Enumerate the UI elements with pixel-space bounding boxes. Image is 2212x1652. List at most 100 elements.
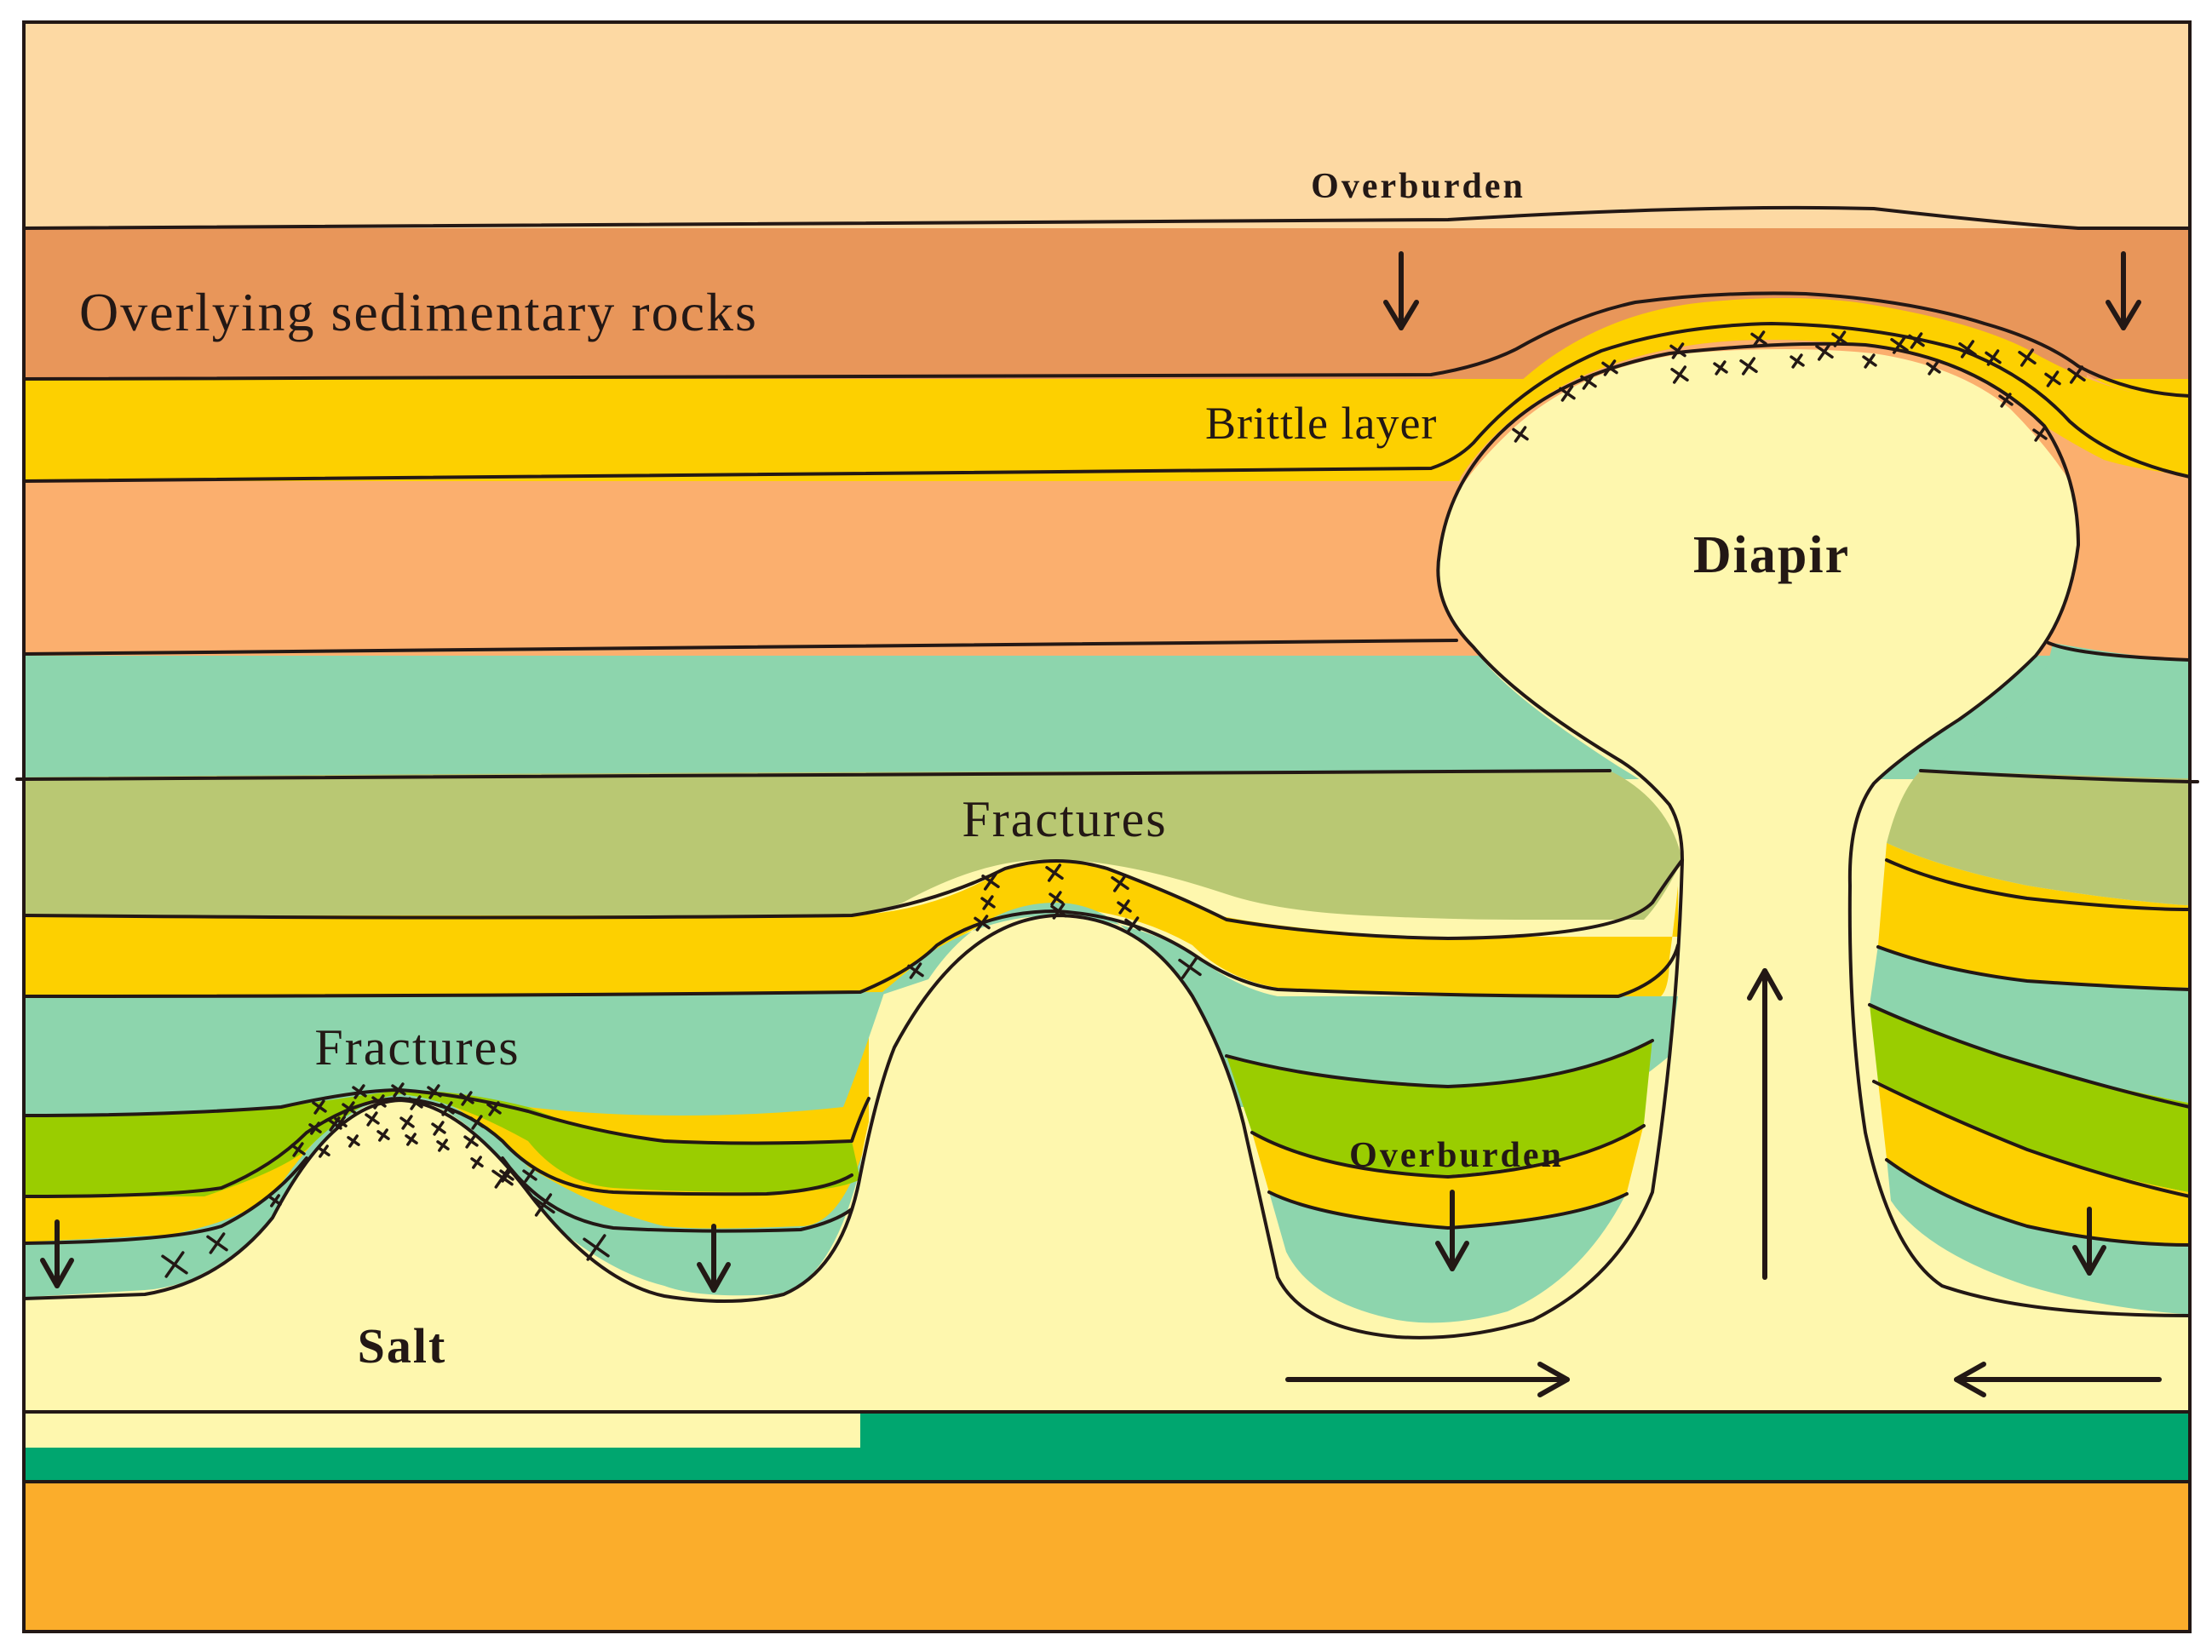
fracture-x-mark xyxy=(1831,330,1848,347)
fracture-x-mark xyxy=(2044,370,2061,387)
fracture-x-mark xyxy=(1750,330,1767,347)
fracture-x-mark xyxy=(1908,332,1925,349)
fracture-x-mark xyxy=(974,915,991,932)
fracture-x-mark xyxy=(352,1084,367,1099)
fracture-x-mark xyxy=(399,1115,415,1130)
fracture-marks xyxy=(161,330,2086,1278)
fracture-x-mark xyxy=(1985,349,2002,366)
fracture-x-mark xyxy=(308,1121,322,1135)
fracture-x-mark xyxy=(1739,357,1758,376)
fracture-x-mark xyxy=(531,1193,555,1217)
fracture-x-mark xyxy=(2032,427,2048,442)
fracture-x-mark xyxy=(583,1234,610,1261)
fracture-x-mark xyxy=(459,1091,474,1106)
fracture-x-mark xyxy=(469,1115,485,1130)
label-fractures-middle: Fractures xyxy=(962,791,1167,847)
arrow-down-left-basin xyxy=(697,1224,731,1293)
fracture-x-mark xyxy=(1580,373,1597,390)
right-teal-lower xyxy=(1887,1158,2190,1315)
label-brittle-layer: Brittle layer xyxy=(1205,398,1437,449)
fracture-x-mark xyxy=(405,1133,418,1146)
left-salt-dome xyxy=(24,1098,860,1448)
fracture-x-mark xyxy=(1958,340,1977,359)
label-overburden-lower: Overburden xyxy=(1349,1136,1564,1175)
yellow-middle-band xyxy=(24,862,1678,996)
fracture-x-mark xyxy=(1790,353,1805,369)
fracture-x-mark xyxy=(290,1142,306,1157)
fracture-x-mark xyxy=(522,1167,537,1183)
fracture-x-mark xyxy=(1815,342,1834,361)
right-teal-middle xyxy=(1870,945,2190,1104)
arrow-down-overburden-right xyxy=(2106,251,2141,330)
fracture-x-mark xyxy=(907,962,924,979)
diapir-salt-body xyxy=(1438,343,2190,1414)
fracture-x-mark xyxy=(1178,955,1202,979)
fracture-x-mark xyxy=(981,872,1000,891)
right-yellow-upper xyxy=(1878,843,2190,988)
fracture-x-mark xyxy=(2067,365,2086,384)
fracture-x-mark xyxy=(486,1101,502,1116)
fracture-x-mark xyxy=(1111,874,1129,892)
right-yellow-lower xyxy=(1878,1081,2190,1248)
fracture-x-mark xyxy=(206,1232,228,1254)
fracture-x-mark xyxy=(1045,863,1064,882)
fracture-x-mark xyxy=(1601,359,1618,376)
frame-border xyxy=(22,20,2192,1633)
middle-salt-dome xyxy=(818,915,1704,1414)
fracture-x-mark xyxy=(440,1101,455,1116)
fracture-x-mark xyxy=(334,1116,348,1129)
arrow-down-overburden-left xyxy=(1383,251,1419,330)
diapir-cap-yellow xyxy=(1452,298,2190,477)
fracture-x-mark xyxy=(408,1095,423,1110)
fracture-x-mark xyxy=(1050,903,1067,920)
arrow-right-salt-flow xyxy=(1285,1362,1570,1397)
boundary-lines xyxy=(15,205,2199,1483)
arrow-down-middle-basin xyxy=(1435,1190,1469,1271)
fracture-x-mark xyxy=(1998,393,2014,408)
fracture-x-mark xyxy=(1926,360,1941,376)
fracture-x-mark xyxy=(1117,899,1132,915)
fracture-x-mark xyxy=(1890,336,1909,354)
arrows xyxy=(40,251,2162,1397)
fracture-x-mark xyxy=(371,1094,387,1110)
top-boundary-line xyxy=(22,205,2192,230)
label-salt: Salt xyxy=(358,1318,447,1374)
top-overburden-layer xyxy=(24,22,2190,228)
teal-lower-band-under-dome xyxy=(877,903,1678,1107)
fracture-x-mark xyxy=(376,1128,390,1142)
right-olive xyxy=(1887,771,2190,906)
fracture-x-mark xyxy=(161,1251,188,1278)
label-overburden-top: Overburden xyxy=(1311,167,1525,206)
arrow-down-left-edge xyxy=(40,1219,74,1288)
label-overlying-rocks: Overlying sedimentary rocks xyxy=(79,282,758,342)
fracture-x-mark xyxy=(1669,342,1686,359)
fracture-x-mark xyxy=(312,1099,327,1115)
fracture-x-mark xyxy=(1862,353,1877,369)
olive-band xyxy=(24,771,1682,920)
fracture-x-mark xyxy=(347,1134,360,1148)
fracture-x-mark xyxy=(436,1139,450,1152)
fracture-x-mark xyxy=(1512,426,1529,443)
arrow-up-diapir xyxy=(1747,968,1783,1280)
lime-right-basin xyxy=(1227,1039,1652,1175)
fracture-x-mark xyxy=(491,1167,514,1189)
fracture-x-mark xyxy=(342,1101,357,1116)
fracture-x-mark xyxy=(2018,348,2037,367)
fracture-x-mark xyxy=(391,1082,406,1098)
teal-middle-band xyxy=(24,988,886,1116)
fracture-x-mark xyxy=(1124,916,1141,933)
fracture-x-mark xyxy=(1670,365,1689,384)
fracture-x-mark xyxy=(470,1156,484,1169)
label-fractures-left: Fractures xyxy=(314,1019,520,1076)
fracture-x-mark xyxy=(365,1111,380,1127)
fracture-x-mark xyxy=(317,1144,330,1158)
arrow-down-right-basin xyxy=(2072,1207,2106,1276)
label-diapir: Diapir xyxy=(1693,526,1850,584)
fracture-x-mark xyxy=(268,1194,282,1207)
fracture-x-mark xyxy=(1713,360,1728,376)
right-teal-upper xyxy=(1921,643,2190,779)
fracture-x-mark xyxy=(463,1133,479,1149)
right-lime xyxy=(1870,1005,2190,1193)
